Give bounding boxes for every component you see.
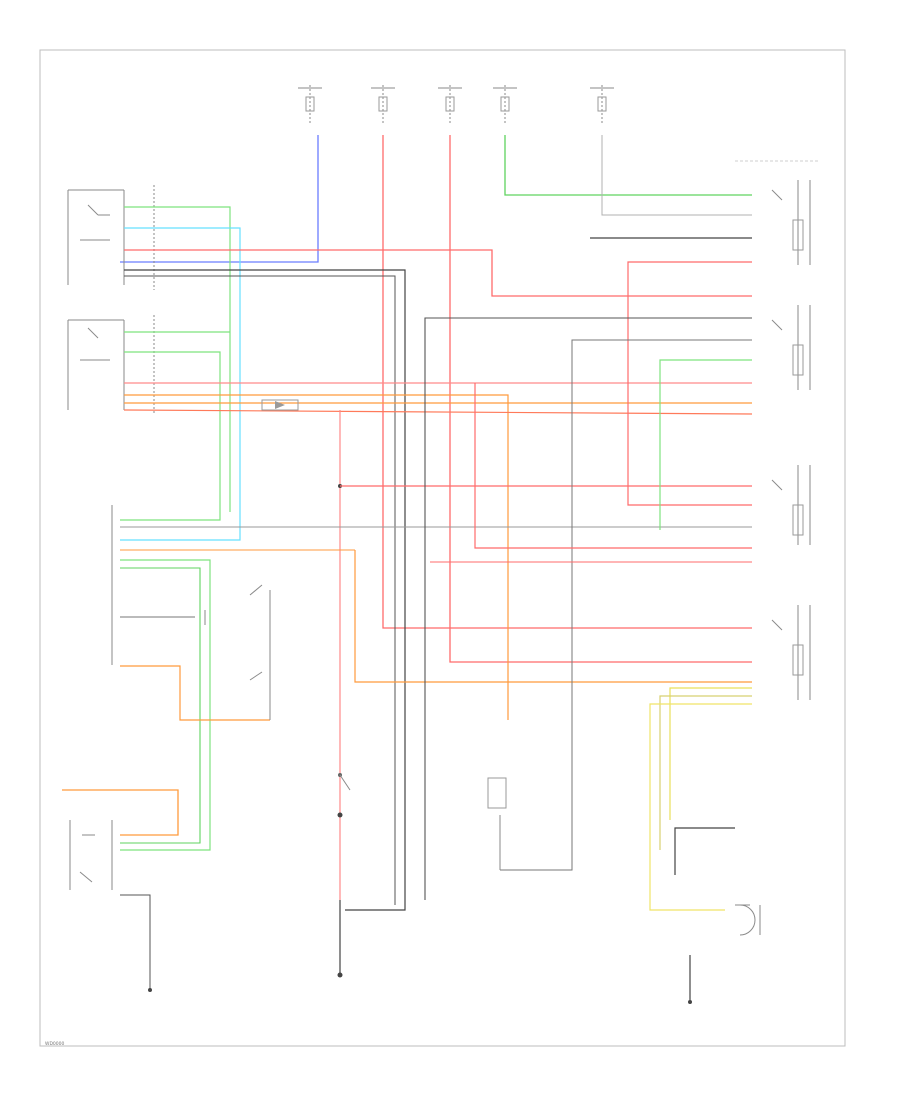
wire-dark-upper-1	[124, 269, 406, 911]
lower-left-switch	[69, 820, 113, 890]
wire-blue-feed	[120, 135, 319, 263]
center-diode	[261, 399, 299, 411]
wire-dark-lower-left	[120, 894, 151, 990]
wire-green-pcm-1	[120, 559, 211, 851]
wire-gray-feed-5	[601, 135, 752, 216]
page-code: WD0000	[45, 1041, 65, 1047]
wire-pink-center-3	[354, 550, 752, 683]
pcm-switch	[249, 584, 271, 720]
wire-dark-right-lower	[674, 827, 735, 875]
wire-yellow-right-1	[669, 687, 752, 820]
wire-orange-pcm	[120, 665, 270, 721]
wire-orange-lower-1	[124, 394, 509, 720]
ground-right	[688, 955, 692, 1004]
wire-green-feed-4	[504, 135, 752, 196]
ground-center	[337, 900, 343, 978]
wire-green-upper-1	[124, 206, 231, 512]
right-relay-1	[771, 180, 811, 265]
wire-yellow-right-2	[659, 695, 752, 850]
top-fuse-4	[493, 85, 517, 125]
top-fuse-2	[371, 85, 395, 125]
mid-switch-right	[487, 777, 507, 870]
wire-red-feed-2	[382, 135, 752, 629]
ground-left-dot	[148, 988, 152, 992]
wire-orange-lower-3	[123, 409, 753, 415]
wire-green-pcm-2	[120, 567, 201, 844]
right-relay-3	[771, 465, 811, 545]
wire-red-right-2	[474, 383, 752, 549]
wire-red-upper-1	[124, 249, 752, 297]
wire-red-right-1	[627, 261, 752, 506]
right-motor	[735, 904, 761, 936]
right-relay-2	[771, 305, 811, 390]
left-relay-upper	[67, 185, 155, 290]
top-fuse-3	[438, 85, 462, 125]
center-switch	[337, 773, 351, 818]
top-fuse-5	[590, 85, 614, 125]
wire-cyan-upper	[120, 227, 241, 541]
wire-green-right	[659, 359, 752, 530]
right-relay-4	[771, 605, 811, 700]
wire-green-lower-2	[120, 351, 221, 521]
wire-yellow-right-3	[649, 703, 752, 911]
wire-red-feed-3	[449, 135, 752, 663]
diagram-frame	[39, 49, 846, 1047]
left-relay-lower	[67, 315, 155, 415]
top-fuse-1	[298, 85, 322, 125]
wire-dark-right-1	[424, 317, 752, 900]
wire-dark-upper-2	[124, 275, 396, 905]
wire-dark-right-2	[500, 339, 752, 871]
wire-orange-lower-left	[62, 789, 179, 836]
pcm-connector	[111, 505, 206, 665]
